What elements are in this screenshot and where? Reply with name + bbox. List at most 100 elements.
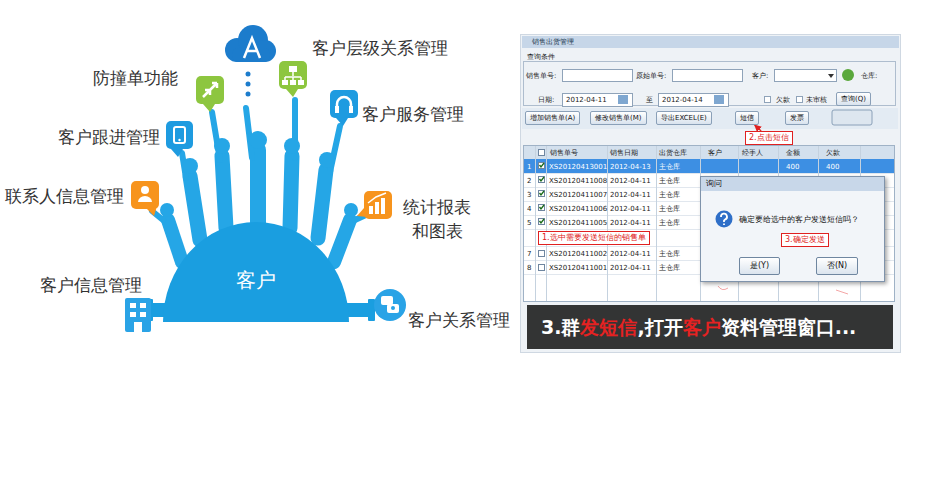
screenshot-window (521, 35, 901, 353)
column-header: 销售单号 (550, 149, 578, 157)
table-cell: 2012-04-11 (610, 219, 651, 227)
service-icon (330, 90, 358, 126)
table-cell: 主仓库 (659, 191, 680, 199)
node-text: 1.选中需要发送短信的销售单 (542, 233, 646, 242)
customer-dome: 客户 (163, 222, 349, 322)
table-cell: 2012-04-13 (610, 163, 651, 171)
table-cell: 2012-04-11 (610, 177, 651, 185)
cloud-icon (225, 25, 276, 62)
table-cell: XS20120411007 (549, 191, 607, 199)
table-cell: XS20120411001 (549, 264, 607, 272)
table-cell: 2012-04-11 (610, 191, 651, 199)
table-cell: 主仓库 (659, 219, 680, 227)
node-text: 是(Y) (750, 261, 769, 270)
table-cell: XS20120411002 (549, 250, 607, 258)
table-cell: 5 (527, 219, 531, 227)
feature-label: 客户服务管理 (362, 104, 464, 124)
field-label: 至 (646, 96, 653, 104)
table-cell: 3 (527, 191, 531, 199)
field-label: 仓库: (861, 72, 877, 80)
callout-box: 1.选中需要发送短信的销售单 (538, 231, 650, 245)
button: 修改销售单(M) (590, 111, 647, 125)
node-text: 客户 (683, 316, 721, 338)
feature-label: 客户层级关系管理 (312, 38, 448, 58)
column-header: 客户 (708, 149, 722, 157)
dialog-message: 确定要给选中的客户发送短信吗？ (739, 215, 859, 225)
field-value: 2012-04-14 (662, 96, 703, 104)
column-header: 欠款 (826, 149, 840, 157)
collision-icon (196, 76, 224, 112)
feature-label: 联系人信息管理 (5, 186, 124, 206)
callout-box: 2.点击短信 (745, 131, 793, 145)
table-cell: 2012-04-11 (610, 205, 651, 213)
table-cell: XS20120413001 (549, 163, 607, 171)
node-text: 否(N) (827, 261, 847, 270)
checkbox-label: 欠款 (776, 96, 790, 104)
field-value: 2012-04-11 (566, 96, 607, 104)
table-cell: 主仓库 (659, 264, 680, 272)
window-title: 销售出货管理 (532, 38, 574, 46)
button: 查询(Q) (836, 92, 871, 106)
node-text: 资料管理窗口... (721, 316, 857, 338)
follow-icon (166, 121, 193, 157)
button: 增加销售单(A) (525, 111, 580, 125)
dialog-box: 询问确定要给选中的客户发送短信吗？ 是(Y) 否(N) 3.确定发送 (700, 176, 885, 282)
feature-label: 客户关系管理 (408, 310, 510, 330)
callout-box: 3.确定发送 (781, 233, 829, 247)
dialog-button: 是(Y) (739, 257, 780, 275)
stats-icon (357, 191, 392, 219)
group-title: 查询条件 (527, 53, 555, 61)
table-cell: 主仓库 (659, 177, 680, 185)
info-icon (125, 298, 151, 332)
column-header: 出货仓库 (659, 149, 687, 157)
node-text: 2.点击短信 (749, 133, 789, 142)
node-text: ,打开 (637, 316, 682, 338)
button: 导出EXCEL(E) (656, 111, 712, 125)
table-cell: 8 (527, 264, 531, 272)
table-cell: XS20120411008 (549, 177, 607, 185)
button: 发票 (785, 111, 809, 125)
table-cell: 主仓库 (659, 205, 680, 213)
node-text: 增加销售单(A) (530, 114, 575, 122)
table-cell: 2012-04-11 (610, 250, 651, 258)
node-text: 发短信 (580, 316, 637, 338)
table-cell: XS20120411005 (549, 219, 607, 227)
button: 短信 (735, 111, 759, 125)
customer-figure (146, 72, 375, 322)
node-text: 3.确定发送 (785, 235, 825, 244)
table-cell: 2 (527, 177, 531, 185)
checkbox-label: 未审核 (806, 96, 827, 104)
node-text: 3.群 (541, 316, 580, 338)
table-cell: 7 (527, 250, 531, 258)
node-text: 查询(Q) (841, 95, 866, 103)
dialog-title: 询问 (706, 179, 722, 189)
table-cell: 1 (527, 163, 531, 171)
question-icon (715, 210, 733, 228)
caption-band: 3.群发短信,打开客户资料管理窗口... (527, 305, 893, 349)
node-text: 发票 (790, 114, 804, 122)
field-label: 销售单号: (526, 72, 556, 80)
relation-icon (374, 289, 406, 321)
field-label: 日期: (538, 96, 554, 104)
table-cell: 主仓库 (659, 163, 680, 171)
feature-label: 统计报表和图表 (398, 195, 476, 243)
dome-text: 客户 (163, 268, 349, 292)
feature-label: 客户跟进管理 (58, 127, 160, 147)
level-icon (279, 61, 307, 97)
table-cell: 主仓库 (659, 250, 680, 258)
table-cell: XS20120411006 (549, 205, 607, 213)
table-cell: 2012-04-11 (610, 264, 651, 272)
node-text: 短信 (740, 114, 754, 122)
table-cell: 4 (527, 205, 531, 213)
feature-label: 客户信息管理 (40, 275, 142, 295)
field-label: 原始单号: (636, 72, 666, 80)
node-text: 修改销售单(M) (595, 114, 642, 122)
column-header: 经手人 (742, 149, 763, 157)
field-label: 客户: (752, 72, 768, 80)
column-header: 金额 (786, 149, 800, 157)
dialog-button: 否(N) (816, 257, 858, 275)
node-text: 导出EXCEL(E) (661, 114, 707, 122)
table-cell: 400 (786, 163, 799, 171)
contact-icon (131, 181, 159, 216)
column-header: 销售日期 (610, 149, 638, 157)
